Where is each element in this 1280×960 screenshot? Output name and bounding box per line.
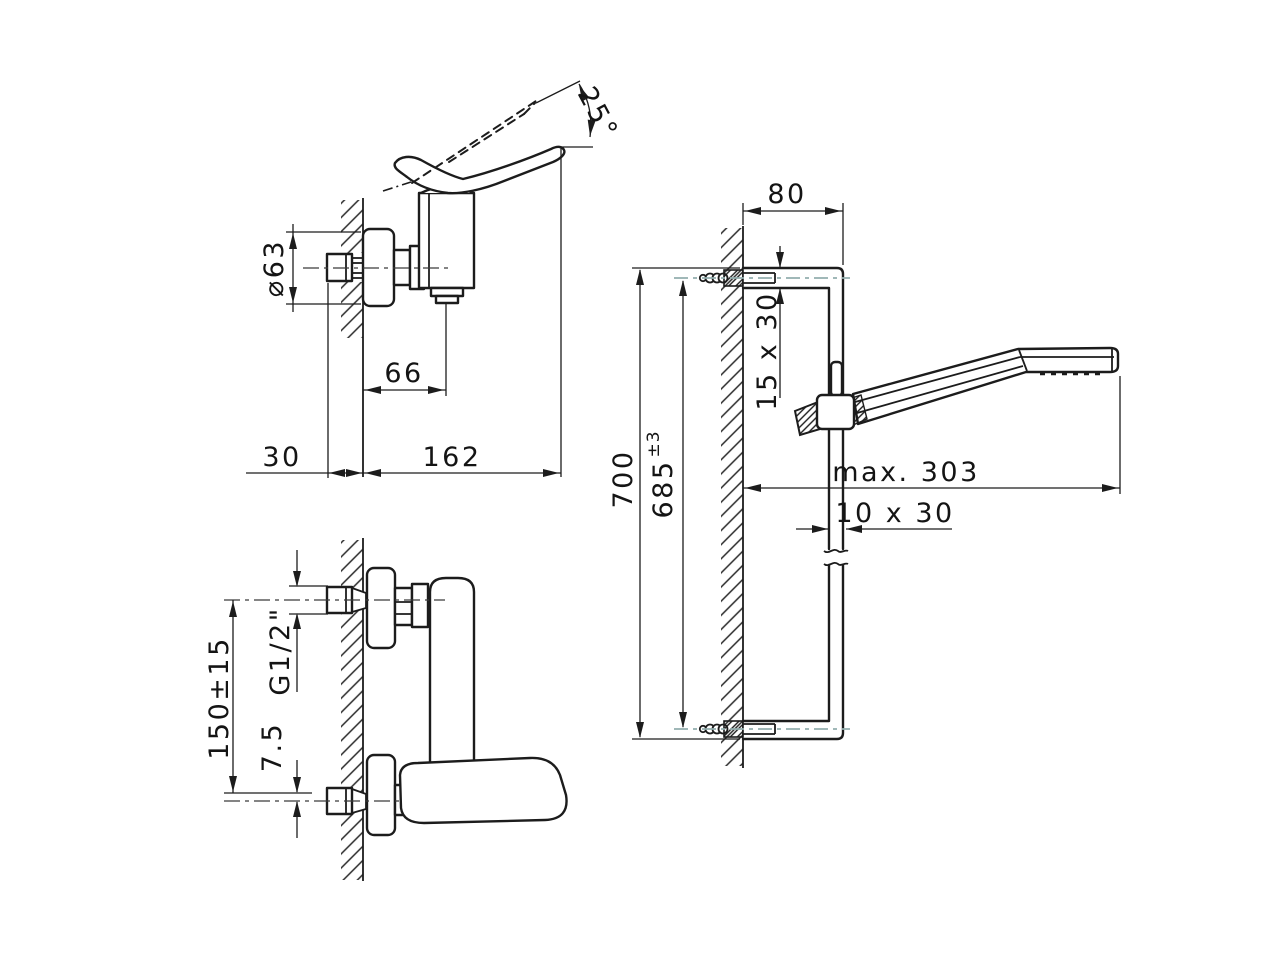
dim-700: 700 bbox=[608, 267, 740, 740]
break-mark bbox=[823, 548, 849, 554]
hand-shower bbox=[851, 346, 1120, 426]
slide-bar-view: 80 15 x 30 700 685 ±3 bbox=[608, 179, 1121, 768]
thread-lines bbox=[352, 257, 363, 279]
wall-hatch bbox=[721, 228, 743, 766]
thread-dim-label: G1/2" bbox=[265, 606, 296, 695]
handle-closed bbox=[393, 145, 566, 195]
spacing-dim-label: 150±15 bbox=[204, 636, 235, 760]
slide-bar bbox=[741, 266, 849, 741]
mixer-side-view: 25° ⌀63 66 30 162 bbox=[246, 80, 624, 478]
diameter-label: ⌀63 bbox=[259, 239, 290, 297]
dim-10x30: 10 x 30 bbox=[796, 498, 954, 533]
fixing-dim-label: 685 bbox=[648, 459, 679, 518]
outlet bbox=[434, 294, 460, 305]
angle-label: 25° bbox=[571, 82, 624, 145]
upper-escutcheon bbox=[365, 566, 397, 650]
height-dim-label: 700 bbox=[608, 449, 639, 508]
break-mark bbox=[823, 561, 849, 567]
dim-150: 150±15 bbox=[204, 600, 312, 794]
dim-80: 80 bbox=[742, 179, 844, 265]
bar-section-label: 10 x 30 bbox=[835, 498, 954, 529]
outlet-dim-label: 66 bbox=[384, 358, 423, 389]
lever-handle bbox=[398, 756, 568, 825]
body-column bbox=[428, 576, 476, 772]
protrusion-dim-label: 30 bbox=[262, 442, 301, 473]
dim-15x30: 15 x 30 bbox=[752, 246, 784, 411]
shower-holder bbox=[793, 360, 868, 437]
projection-dim-label: 80 bbox=[767, 179, 806, 210]
offset-dim-label: 7.5 bbox=[257, 722, 288, 772]
fixing-tolerance-label: ±3 bbox=[644, 430, 664, 457]
hand-shower-body bbox=[851, 346, 1120, 426]
dim-30-162: 30 162 bbox=[246, 283, 561, 478]
dim-max-303: max. 303 bbox=[743, 376, 1121, 494]
hex-nut bbox=[410, 582, 430, 629]
lower-connection bbox=[325, 753, 411, 837]
holder-block bbox=[815, 393, 856, 431]
wall-section bbox=[721, 226, 744, 768]
handle-open-dashed bbox=[382, 100, 537, 192]
dim-diameter-63: ⌀63 bbox=[259, 224, 361, 312]
reach-dim-label: max. 303 bbox=[832, 457, 980, 488]
depth-dim-label: 162 bbox=[422, 442, 481, 473]
dim-thread: G1/2" bbox=[265, 550, 328, 696]
upper-connector bbox=[393, 582, 430, 629]
dim-angle: 25° bbox=[535, 80, 624, 477]
mixer-front-view: 150±15 G1/2" 7.5 bbox=[204, 538, 568, 881]
dim-66: 66 bbox=[363, 303, 447, 396]
dim-7-5: 7.5 bbox=[257, 722, 301, 838]
bracket-section-label: 15 x 30 bbox=[752, 291, 783, 410]
wall-section bbox=[341, 198, 364, 477]
body-block bbox=[417, 191, 476, 290]
dim-685: 685 ±3 bbox=[644, 280, 687, 728]
lower-escutcheon bbox=[365, 753, 397, 837]
mixer-body bbox=[392, 185, 476, 305]
holder-tab bbox=[829, 360, 844, 398]
